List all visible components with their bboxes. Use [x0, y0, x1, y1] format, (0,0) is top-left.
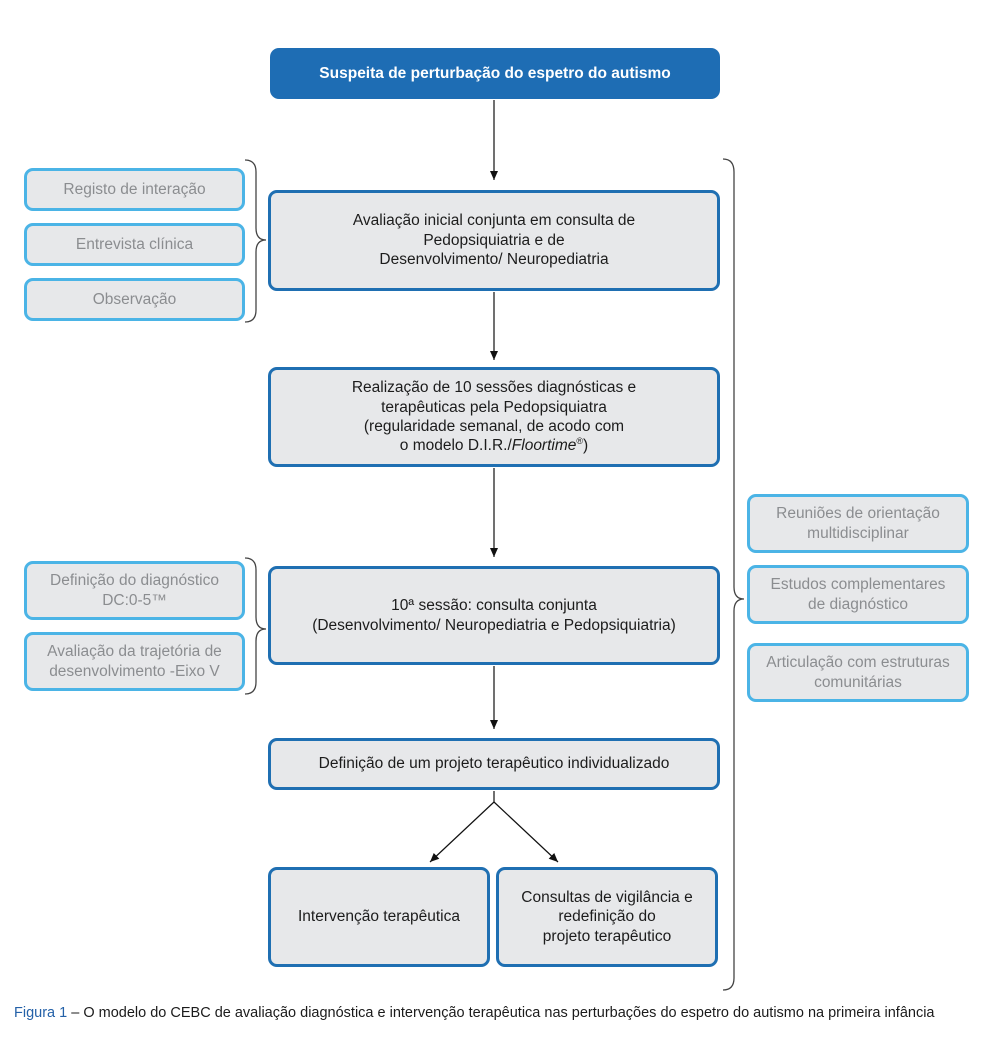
project-box: Definição de um projeto terapêutico indi… [268, 738, 720, 790]
side-label: Estudos complementares de diagnóstico [770, 576, 946, 613]
caption-label: Figura 1 [14, 1005, 68, 1021]
initial-assessment-label: Avaliação inicial conjunta em consulta d… [352, 212, 636, 269]
arrow-to-follow-up [493, 801, 559, 863]
side-box-development-trajectory: Avaliação da trajetória de desenvolvimen… [24, 632, 245, 691]
sessions-label: Realização de 10 sessões diagnósticas e … [352, 378, 636, 456]
sessions-text: Realização de 10 sessões diagnósticas e … [351, 379, 637, 455]
side-label: Observação [92, 290, 177, 308]
side-box-diagnosis-definition: Definição do diagnóstico DC:0-5™ [24, 561, 245, 620]
side-box-clinical-interview: Entrevista clínica [24, 223, 245, 266]
sessions-registered: ® [576, 436, 584, 447]
side-box-observation: Observação [24, 278, 245, 321]
side-label: Definição do diagnóstico DC:0-5™ [50, 572, 219, 609]
suspicion-box: Suspeita de perturbação do espetro do au… [270, 48, 720, 99]
intervention-box: Intervenção terapêutica [268, 867, 490, 967]
sessions-box: Realização de 10 sessões diagnósticas e … [268, 367, 720, 467]
figure-caption: Figura 1 – O modelo do CEBC de avaliação… [14, 1004, 986, 1023]
brace-left-diagnosis [244, 557, 267, 695]
brace-right [722, 158, 745, 991]
side-box-interaction-record: Registo de interação [24, 168, 245, 211]
sessions-close: ) [583, 437, 589, 455]
side-label: Entrevista clínica [75, 235, 194, 253]
tenth-session-label: 10ª sessão: consulta conjunta (Desenvolv… [312, 597, 676, 634]
tenth-session-box: 10ª sessão: consulta conjunta (Desenvolv… [268, 566, 720, 665]
intervention-label: Intervenção terapêutica [298, 908, 460, 926]
side-box-multidisciplinary-meetings: Reuniões de orientação multidisciplinar [747, 494, 969, 553]
sessions-floortime: Floortime [511, 437, 577, 455]
side-label: Reuniões de orientação multidisciplinar [776, 505, 940, 542]
caption-text: – O modelo do CEBC de avaliação diagnóst… [67, 1005, 935, 1021]
brace-left-initial [244, 159, 267, 323]
side-label: Articulação com estruturas comunitárias [766, 654, 950, 691]
initial-assessment-box: Avaliação inicial conjunta em consulta d… [268, 190, 720, 291]
side-label: Avaliação da trajetória de desenvolvimen… [47, 643, 222, 680]
follow-up-label: Consultas de vigilância e redefinição do… [521, 888, 693, 945]
project-label: Definição de um projeto terapêutico indi… [318, 755, 670, 773]
side-box-community-articulation: Articulação com estruturas comunitárias [747, 643, 969, 702]
side-box-complementary-studies: Estudos complementares de diagnóstico [747, 565, 969, 624]
arrow-to-intervention [429, 801, 495, 863]
side-label: Registo de interação [63, 180, 206, 198]
suspicion-label: Suspeita de perturbação do espetro do au… [319, 64, 671, 82]
follow-up-box: Consultas de vigilância e redefinição do… [496, 867, 718, 967]
